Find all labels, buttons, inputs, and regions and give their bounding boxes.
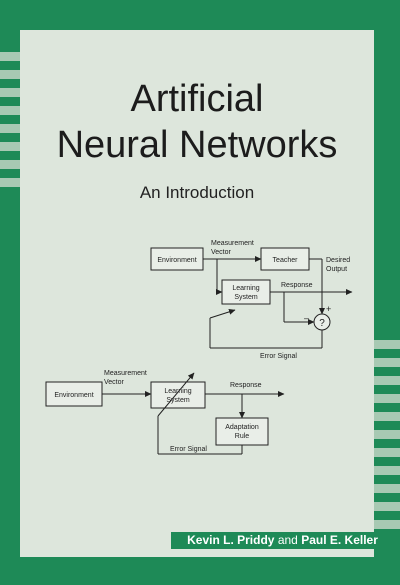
d2-adaptation-label: Adaptation: [225, 424, 259, 431]
d1-measurement-label: Measurement: [211, 240, 254, 247]
stripe: [0, 106, 20, 115]
stripe: [372, 376, 400, 385]
d1-question-label: ?: [319, 318, 325, 329]
author-line: Kevin L. Priddy and Paul E. Keller: [171, 532, 394, 549]
stripe: [372, 340, 400, 349]
stripe: [0, 142, 20, 151]
diagram-supervised: [150, 247, 353, 349]
author-2: Paul E. Keller: [301, 533, 378, 547]
d2-environment-label: Environment: [54, 392, 93, 399]
stripe: [372, 412, 400, 421]
stripe: [372, 520, 400, 529]
d2-error-signal-label: Error Signal: [170, 446, 207, 453]
stripe: [0, 88, 20, 97]
learning-system-box-1: [221, 279, 271, 305]
d2-rule-label: Rule: [235, 433, 250, 440]
d1-minus-label: –: [304, 313, 309, 323]
author-bar: Kevin L. Priddy and Paul E. Keller: [171, 532, 394, 549]
d1-output-label: Output: [326, 266, 347, 273]
stripe: [372, 502, 400, 511]
diagram-unsupervised: [45, 372, 285, 455]
d1-desired-label: Desired: [326, 257, 350, 264]
d1-environment-label: Environment: [157, 257, 196, 264]
stripe: [372, 484, 400, 493]
d2-system-label: System: [166, 397, 190, 404]
right-stripes: [372, 340, 400, 538]
d1-plus-label: +: [326, 304, 331, 314]
stripe: [0, 124, 20, 133]
d1-response-label: Response: [281, 282, 313, 289]
d1-teacher-label: Teacher: [273, 257, 299, 264]
stripe: [0, 70, 20, 79]
title-line-1: Artificial: [130, 78, 264, 120]
stripe: [372, 358, 400, 367]
stripe: [372, 430, 400, 439]
environment-box-2: [45, 381, 103, 407]
d1-vector-label: Vector: [211, 249, 232, 256]
stripe: [372, 466, 400, 475]
learning-system-box-2: [150, 381, 206, 409]
title-line-2: Neural Networks: [56, 124, 338, 166]
author-and: and: [277, 533, 298, 547]
d1-system-label: System: [234, 294, 258, 301]
d1-learning-label: Learning: [232, 285, 259, 292]
adaptation-rule-box: [215, 417, 269, 446]
d2-learning-label: Learning: [164, 388, 191, 395]
stripe: [0, 52, 20, 61]
cover-panel: Artificial Neural Networks An Introducti…: [20, 30, 394, 557]
stripe: [0, 160, 20, 169]
d1-error-signal-label: Error Signal: [260, 353, 297, 360]
author-1: Kevin L. Priddy: [187, 533, 275, 547]
left-stripes: [0, 52, 20, 196]
subtitle: An Introduction: [139, 183, 255, 202]
stripe: [372, 448, 400, 457]
d2-measurement-label: Measurement: [104, 370, 147, 377]
d2-vector-label: Vector: [104, 379, 125, 386]
stripe: [372, 394, 400, 403]
diagrams: Environment Teacher Learning System Meas…: [45, 240, 353, 455]
stripe: [0, 178, 20, 187]
d2-response-label: Response: [230, 382, 262, 389]
